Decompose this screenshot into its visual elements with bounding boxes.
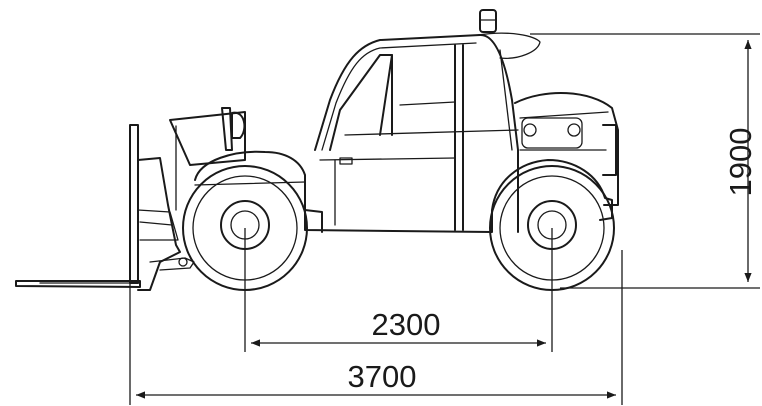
operator-cab (314, 9, 541, 233)
wheelbase-dimension: 2300 (244, 228, 553, 352)
beacon-icon (479, 9, 497, 33)
fork-carriage (137, 157, 195, 291)
telescopic-boom (169, 107, 246, 211)
height-dimension: 1900 (530, 33, 760, 289)
forks (15, 124, 141, 288)
overall-length-label: 3700 (348, 359, 417, 394)
height-label: 1900 (723, 128, 758, 197)
telehandler-vehicle (15, 9, 619, 291)
engine-hood (514, 91, 619, 206)
wheelbase-label: 2300 (372, 307, 441, 342)
overall-length-dimension: 3700 (129, 250, 623, 405)
